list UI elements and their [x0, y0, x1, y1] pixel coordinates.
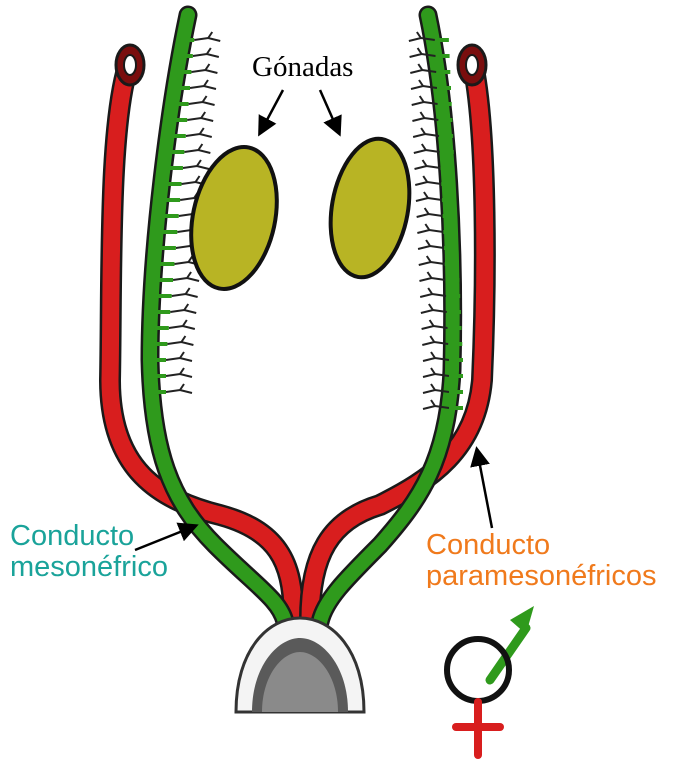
paramesonephric-label-line1: Conducto [426, 530, 657, 561]
tubule [173, 272, 199, 281]
tubule [417, 208, 443, 217]
gonad-arrow-right [320, 90, 339, 133]
gonad-arrow-left [260, 90, 283, 133]
tubule [166, 352, 192, 361]
gonads [179, 132, 420, 296]
right-gonad [320, 132, 419, 283]
tubule [191, 64, 217, 73]
mesonephric-label-line2: mesonéfrico [10, 552, 168, 583]
tubule [186, 128, 212, 137]
mesonephric-duct-label: Conducto mesonéfrico [10, 521, 168, 583]
tubule [172, 288, 198, 297]
tubule [421, 304, 447, 313]
paramesonephric-label-line2: paramesonéfricos [426, 561, 657, 588]
tubule [183, 160, 209, 169]
tubule [194, 32, 220, 41]
tubule [419, 256, 445, 265]
tubule [189, 96, 215, 105]
tubule [419, 272, 445, 281]
tubule [166, 384, 192, 393]
tubule [417, 224, 443, 233]
paramesonephric-arrow [477, 450, 492, 528]
tubule [184, 144, 210, 153]
gonads-label: Gónadas [252, 52, 353, 83]
tubule [170, 304, 196, 313]
mesonephric-ducts [150, 15, 453, 622]
tubule [415, 176, 441, 185]
tubule [418, 240, 444, 249]
tubule [414, 144, 440, 153]
tubule [416, 192, 442, 201]
tubule [420, 288, 446, 297]
paramesonephric-duct-label: Conducto paramesonéfricos [426, 530, 657, 588]
tubule [193, 48, 219, 57]
tubule [190, 80, 216, 89]
left-gonad [179, 139, 289, 297]
urogenital-sinus [236, 618, 364, 712]
female-male-symbol-icon [447, 606, 534, 755]
tubule [187, 112, 213, 121]
tubule [166, 368, 192, 377]
tubule [415, 160, 441, 169]
tubule [167, 336, 193, 345]
mesonephric-label-line1: Conducto [10, 521, 168, 552]
tubule [169, 320, 195, 329]
